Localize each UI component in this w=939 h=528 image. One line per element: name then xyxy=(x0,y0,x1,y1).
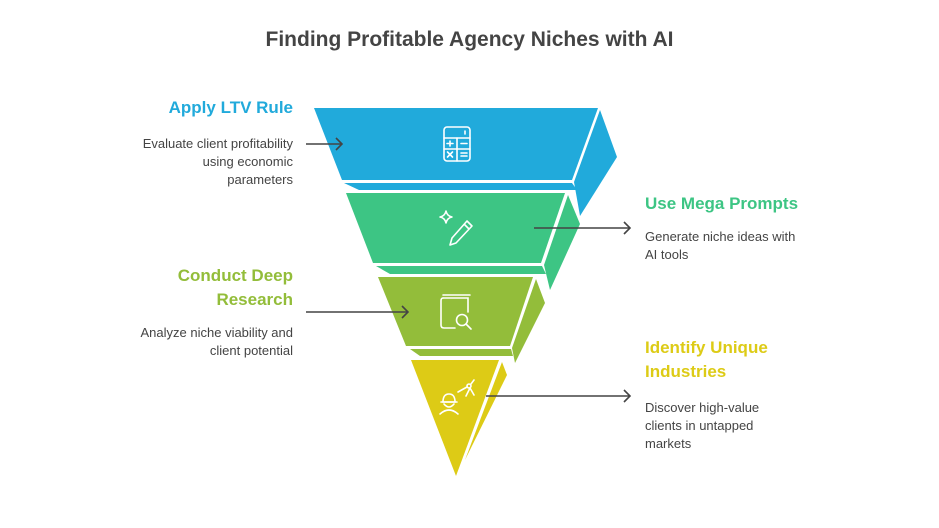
stage-4-heading-line: Industries xyxy=(645,362,727,381)
layer-3-front xyxy=(378,277,533,346)
stage-4-desc-line: clients in untapped xyxy=(645,418,754,433)
stage-2-heading: Use Mega Prompts xyxy=(645,194,799,213)
stage-3-desc-line: client potential xyxy=(209,343,293,358)
stage-1-heading: Apply LTV Rule xyxy=(168,98,293,117)
layer-3-side xyxy=(512,279,545,363)
stage-3-heading: Conduct Deep Research xyxy=(178,264,293,312)
calculator-icon xyxy=(443,126,471,162)
stage-3-heading-line: Conduct Deep xyxy=(177,266,293,285)
stage-1-desc-line: parameters xyxy=(227,172,293,187)
stage-1-desc-line: using economic xyxy=(202,154,293,169)
stage-3-description: Analyze niche viability and client poten… xyxy=(141,324,293,360)
connector-arrow-4 xyxy=(486,389,632,403)
stage-4-desc-line: Discover high-value xyxy=(645,400,760,415)
engineer-compass-icon xyxy=(439,379,475,415)
layer-4-side xyxy=(465,362,507,460)
stage-4-description: Discover high-value clients in untapped … xyxy=(645,399,759,453)
sparkle-pencil-icon xyxy=(439,210,473,246)
connector-arrow-1 xyxy=(306,137,344,151)
funnel-layer-3 xyxy=(378,277,545,363)
layer-2-bottom xyxy=(376,266,546,274)
funnel-layer-4 xyxy=(411,360,507,476)
layer-1-side xyxy=(574,110,617,216)
stage-1-description: Evaluate client profitability using econ… xyxy=(143,135,293,189)
stage-4-heading-line: Identify Unique xyxy=(645,338,768,357)
stage-4-desc-line: markets xyxy=(645,436,692,451)
stage-3-heading-line: Research xyxy=(216,290,293,309)
connector-arrow-2 xyxy=(534,221,632,235)
stage-2-desc-line: AI tools xyxy=(645,247,689,262)
layer-1-front xyxy=(314,108,598,180)
layer-2-front xyxy=(346,193,565,263)
layer-1-bottom xyxy=(344,183,577,190)
stage-3-desc-line: Analyze niche viability and xyxy=(140,325,293,340)
layer-2-side xyxy=(544,195,580,290)
book-search-icon xyxy=(440,294,472,330)
funnel-layer-1 xyxy=(314,108,617,216)
stage-2-desc-line: Generate niche ideas with xyxy=(645,229,796,244)
connector-arrow-3 xyxy=(306,305,410,319)
layer-4-front xyxy=(411,360,499,476)
stage-4-heading: Identify Unique Industries xyxy=(645,336,768,384)
stage-2-description: Generate niche ideas with AI tools xyxy=(645,228,795,264)
diagram-title: Finding Profitable Agency Niches with AI xyxy=(265,28,674,51)
stage-1-desc-line: Evaluate client profitability xyxy=(142,136,293,151)
funnel-layer-2 xyxy=(346,193,580,290)
layer-3-bottom xyxy=(410,349,513,356)
